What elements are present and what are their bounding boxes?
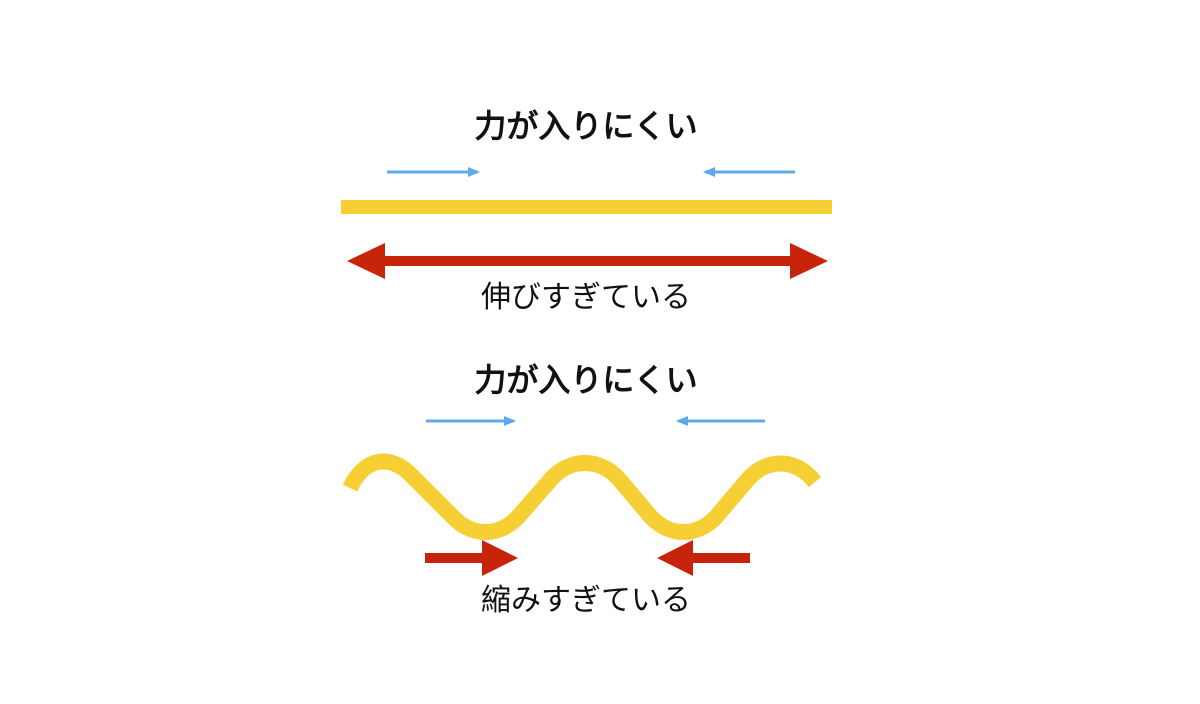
contract-arrow-left-icon — [657, 540, 750, 576]
stretch-double-arrow-icon — [347, 243, 828, 279]
contracted-heading: 力が入りにくい — [474, 361, 698, 399]
stretched-panel — [341, 167, 832, 279]
muscle-wavy — [342, 453, 822, 540]
contracted-panel — [342, 416, 822, 576]
stretched-caption: 伸びすぎている — [481, 280, 691, 315]
contract-arrow-right-icon — [425, 540, 518, 576]
contracted-caption: 縮みすぎている — [481, 583, 691, 618]
stretched-heading: 力が入りにくい — [474, 107, 698, 145]
